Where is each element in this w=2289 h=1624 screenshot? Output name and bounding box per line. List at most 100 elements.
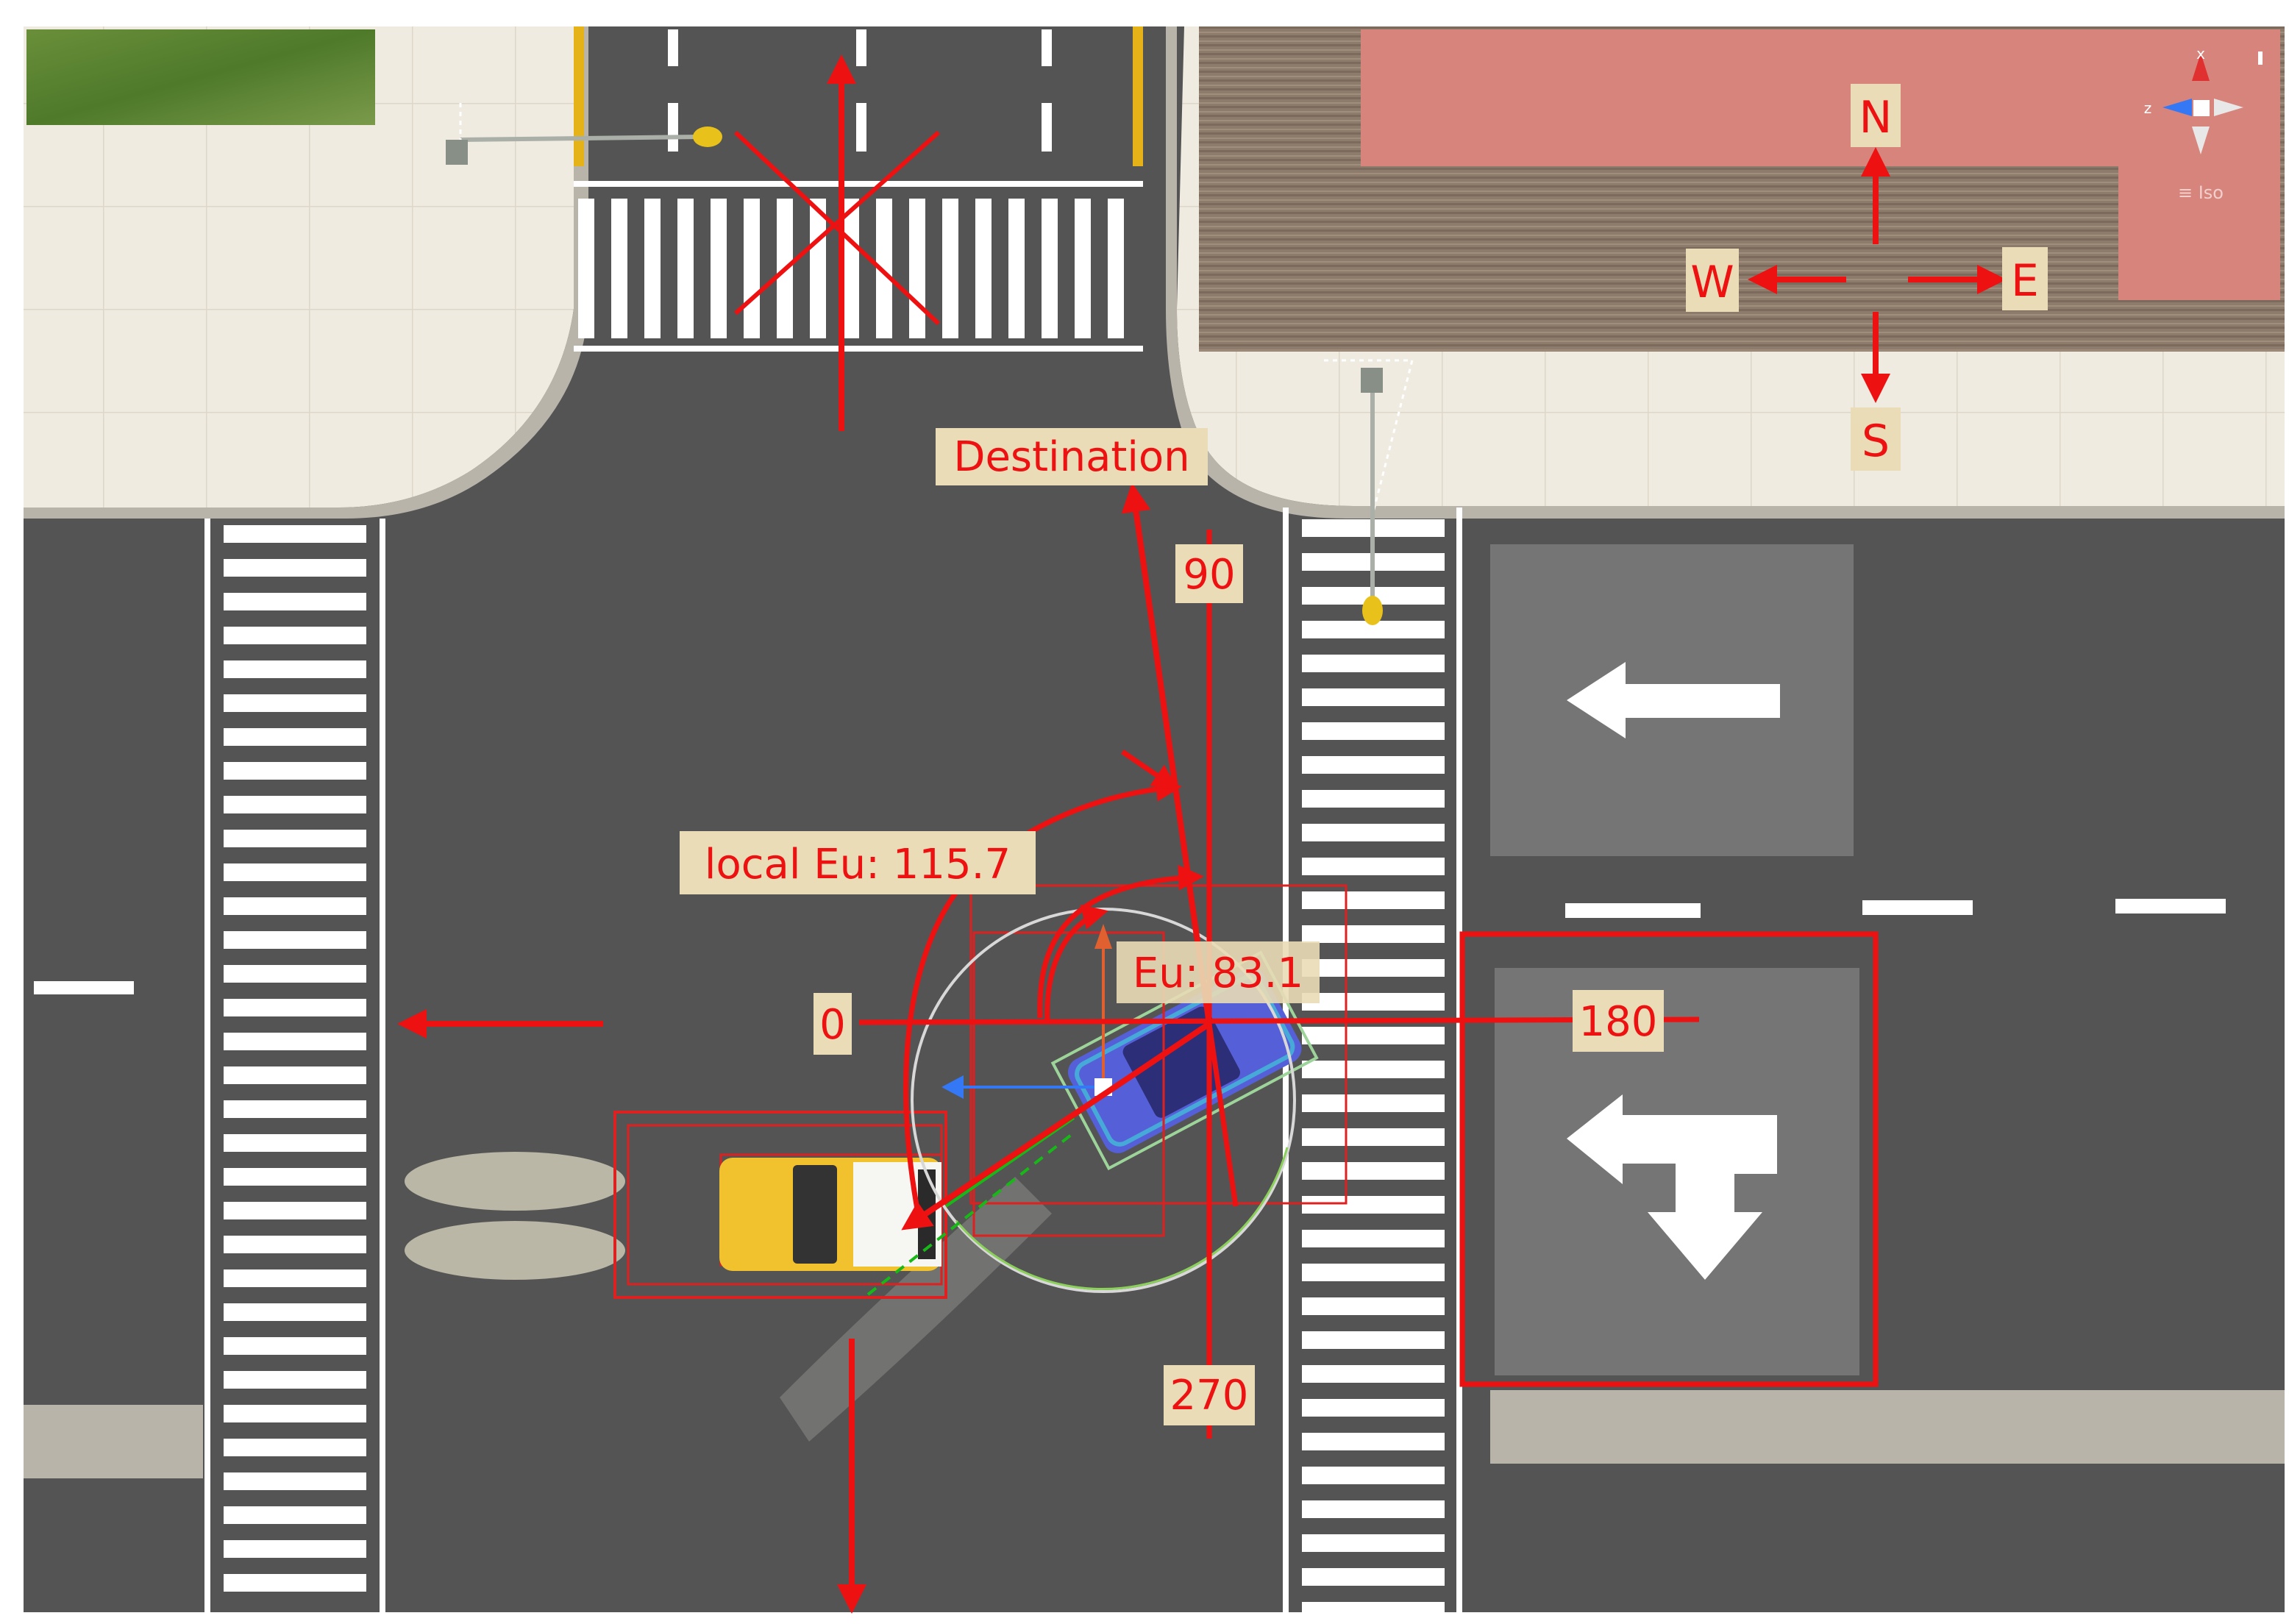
target-vector-arrow [901,1021,1211,1231]
crosswalk-stripe [224,1405,366,1422]
compass-east: E [2011,255,2039,307]
crosswalk-stripe [1302,858,1445,875]
label-eu: Eu: 83.1 [1117,941,1320,1003]
crosswalk-stripe [644,199,661,338]
transform-x-arrowhead [941,1075,964,1099]
crosswalk-stripe [224,1066,366,1084]
crosswalk-stripe [1302,1534,1445,1552]
crosswalk-stripe [1302,1500,1445,1518]
crosswalk-stripe [224,830,366,847]
crosswalk-stripe [1042,199,1058,338]
crosswalk-stripe [1302,1365,1445,1383]
gizmo-neg-z [2214,99,2243,116]
west-lane-dash [34,981,134,994]
crosswalk-stripe [224,931,366,949]
block-top-left [24,26,588,519]
crosswalk-stripe [1302,655,1445,672]
crosswalk-stripe [224,1303,366,1321]
building-roof [1361,29,2155,166]
crosswalk-stripe [1302,1230,1445,1247]
crosswalk-stripe [942,199,958,338]
west-sidewalk-stub [24,1405,203,1478]
crosswalk-stripe [224,863,366,881]
eu-arc [1044,904,1108,1023]
gizmo-neg-x [2192,127,2210,154]
crosswalk-stripe [1302,722,1445,740]
svg-text:0: 0 [819,1001,846,1049]
crosswalk-stripe [224,1100,366,1118]
crosswalk-stripe [224,694,366,712]
crosswalk-stripe [1302,1128,1445,1146]
crosswalk-stripe [744,199,760,338]
crosswalk-north [578,199,1124,338]
crosswalk-stripe [224,1574,366,1592]
compass-north: N [1859,92,1893,143]
selection-box [969,884,1348,1205]
crosswalk-stripe [677,199,694,338]
traffic-light-north [446,103,722,165]
compass-south: S [1862,416,1890,467]
crosswalk-stripe [1302,1568,1445,1586]
crosswalk-stripe [224,897,366,915]
raycast-line [944,1116,1075,1208]
crosswalk-stripe [711,199,727,338]
crosswalk-stripe [1008,199,1025,338]
crosswalk-stripe [224,660,366,678]
scene-gizmo[interactable]: x z ≡ Iso [2144,45,2263,203]
crosswalk-stripe [909,199,925,338]
crosswalk-stripe [224,1337,366,1355]
crosswalk-stripe [224,1506,366,1524]
crosswalk-stripe [1302,1264,1445,1281]
crosswalk-stripe [224,965,366,983]
crosswalk-stripe [1302,688,1445,706]
crosswalk-stripe [224,1472,366,1490]
crosswalk-stripe [224,1033,366,1050]
crosswalk-stripe [224,1269,366,1287]
crosswalk-stripe [1302,790,1445,808]
crosswalk-stripe [578,199,594,338]
left-arrow-marking [1490,544,1854,856]
label-destination: Destination [936,428,1208,485]
grass-patch [26,29,375,125]
crosswalk-stripe [1302,1162,1445,1180]
crosswalk-stripe [1302,1433,1445,1450]
lane-highlight-box [1459,931,1879,1387]
crosswalk-stripe [224,559,366,577]
crosswalk-stripe [611,199,627,338]
crosswalk-stripe [224,525,366,543]
svg-text:local Eu: 115.7: local Eu: 115.7 [705,841,1011,888]
annotations [397,54,2007,1614]
svg-text:90: 90 [1183,551,1235,599]
crosswalk-stripe [1075,199,1091,338]
crosswalk-stripe [1302,891,1445,909]
headlight-beam [405,1221,625,1280]
crosswalk-stripe [224,1371,366,1389]
destination-heading-arrow [1121,482,1212,1025]
crosswalk-stripe [1302,1399,1445,1417]
crosswalk-stripe [1302,1094,1445,1112]
gizmo-projection-label: ≡ Iso [2178,182,2224,203]
angle-axis-horizontal [858,1016,1700,1025]
crosswalk-stripe [1302,1061,1445,1078]
blocked-cross [734,130,940,316]
crosswalk-stripe [1302,993,1445,1011]
crosswalk-stripe [224,762,366,780]
crosswalk-stripe [1302,1467,1445,1484]
east-lane-dashes [1565,899,2226,918]
headlight-beam [780,1177,1052,1442]
raycast-line [866,1131,1075,1296]
headlight-beam [405,1152,625,1211]
compass: N W E S [1686,84,2048,471]
label-angle-0: 0 [814,993,852,1055]
crosswalk-stripe [1302,1331,1445,1349]
svg-text:270: 270 [1170,1372,1249,1420]
crosswalk-west [204,519,385,1612]
crosswalk-stripe [224,796,366,813]
eu-arc-upper [1037,864,1204,1019]
gizmo-center [2193,100,2210,116]
crosswalk-stripe [1302,959,1445,977]
crosswalk-east [1283,508,1462,1620]
label-angle-180: 180 [1573,990,1664,1052]
crosswalk-stripe [1302,756,1445,774]
